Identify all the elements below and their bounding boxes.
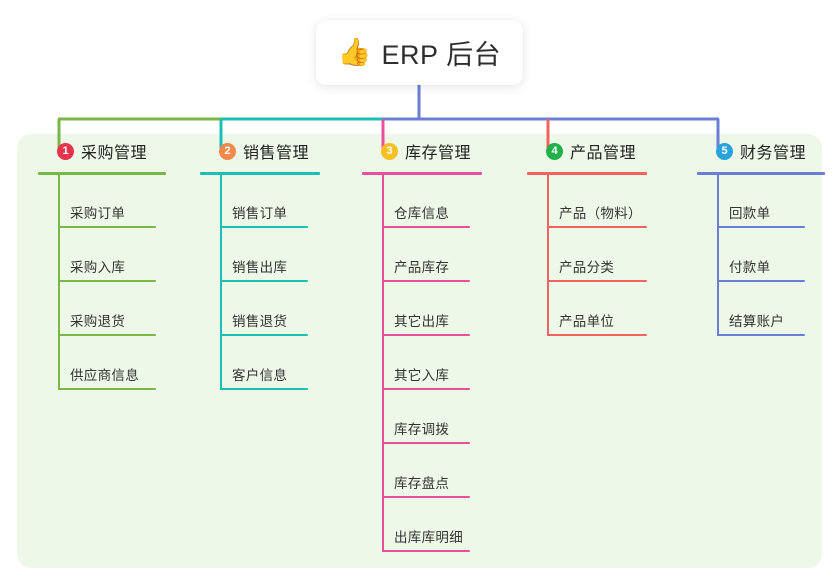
leaf-underline [717,334,805,336]
leaf-underline [717,280,805,282]
leaf-label: 采购订单 [70,206,126,221]
leaf-item[interactable]: 销售订单 [220,194,308,248]
leaf-label: 客户信息 [232,368,288,383]
root-node[interactable]: 👍 ERP 后台 [316,20,523,85]
branch-header-1[interactable]: 1 采购管理 [33,134,147,168]
leaf-item[interactable]: 采购订单 [58,194,156,248]
leaf-item[interactable]: 结算账户 [717,302,805,356]
leaf-label: 库存盘点 [394,476,450,491]
branch-title-3: 库存管理 [405,145,472,162]
branch-header-5[interactable]: 5 财务管理 [692,134,806,168]
leaf-label: 产品（物料） [559,206,642,221]
leaf-item[interactable]: 仓库信息 [382,194,470,248]
branch-spine-2 [220,174,222,390]
leaf-underline [58,388,156,390]
leaf-underline [717,226,805,228]
branch-badge-2: 2 [219,142,236,160]
leaf-underline [220,388,308,390]
root-title: ERP 后台 [381,40,502,70]
leaf-item[interactable]: 产品（物料） [547,194,647,248]
leaf-label: 库存调拨 [394,422,450,437]
leaf-item[interactable]: 采购退货 [58,302,156,356]
leaf-underline [220,280,308,282]
leaf-underline [220,226,308,228]
branch-header-3[interactable]: 3 库存管理 [357,134,471,168]
leaf-item[interactable]: 产品单位 [547,302,647,356]
leaf-underline [382,226,470,228]
branch-title-2: 销售管理 [243,145,310,162]
leaf-item[interactable]: 采购入库 [58,248,156,302]
branch-underline-5 [697,172,825,175]
leaf-label: 付款单 [729,260,771,275]
leaf-label: 产品分类 [559,260,615,275]
leaf-label: 仓库信息 [394,206,450,221]
leaf-underline [58,280,156,282]
branch-underline-4 [527,172,647,175]
branch-badge-1: 1 [57,142,74,160]
leaf-underline [220,334,308,336]
branch-column-2: 2 销售管理销售订单销售出库销售退货客户信息 [195,134,320,390]
branch-columns: 1 采购管理采购订单采购入库采购退货供应商信息 2 销售管理销售订单销售出库销售退货客… [17,134,825,568]
leaf-item[interactable]: 库存调拨 [382,410,470,464]
leaf-label: 销售出库 [232,260,288,275]
leaf-label: 销售订单 [232,206,288,221]
branch-title-1: 采购管理 [81,145,148,162]
leaf-underline [382,442,470,444]
leaf-label: 产品单位 [559,314,615,329]
leaf-item[interactable]: 供应商信息 [58,356,156,410]
branch-column-4: 4 产品管理产品（物料） 产品分类产品单位 [522,134,647,336]
leaf-label: 供应商信息 [70,368,139,383]
leaf-underline [382,388,470,390]
leaf-item[interactable]: 付款单 [717,248,805,302]
leaf-label: 采购入库 [70,260,126,275]
leaf-underline [547,334,647,336]
leaf-underline [547,280,647,282]
leaf-label: 销售退货 [232,314,288,329]
leaf-item[interactable]: 其它入库 [382,356,470,410]
branch-spine-4 [547,174,549,336]
leaf-label: 结算账户 [729,314,785,329]
leaf-label: 回款单 [729,206,771,221]
branch-underline-2 [200,172,320,175]
leaf-item[interactable]: 产品分类 [547,248,647,302]
leaf-item[interactable]: 销售退货 [220,302,308,356]
leaf-underline [382,496,470,498]
leaf-label: 其它入库 [394,368,450,383]
branch-column-1: 1 采购管理采购订单采购入库采购退货供应商信息 [33,134,166,390]
branch-header-2[interactable]: 2 销售管理 [195,134,309,168]
leaf-item[interactable]: 销售出库 [220,248,308,302]
leaf-item[interactable]: 客户信息 [220,356,308,410]
branch-spine-3 [382,174,384,552]
branch-title-4: 产品管理 [570,145,637,162]
leaf-underline [547,226,647,228]
leaf-item[interactable]: 其它出库 [382,302,470,356]
leaf-underline [58,334,156,336]
branch-spine-5 [717,174,719,336]
branch-title-5: 财务管理 [740,145,807,162]
leaf-label: 采购退货 [70,314,126,329]
branch-header-4[interactable]: 4 产品管理 [522,134,636,168]
leaf-item[interactable]: 出库库明细 [382,518,470,572]
leaf-label: 产品库存 [394,260,450,275]
leaf-underline [382,280,470,282]
leaf-item[interactable]: 库存盘点 [382,464,470,518]
thumbs-up-icon: 👍 [337,37,372,67]
branch-spine-1 [58,174,60,390]
branch-column-5: 5 财务管理回款单付款单结算账户 [692,134,825,336]
branch-underline-3 [362,172,482,175]
leaf-item[interactable]: 产品库存 [382,248,470,302]
branch-badge-5: 5 [716,142,733,160]
leaf-underline [58,226,156,228]
branch-column-3: 3 库存管理仓库信息产品库存其它出库其它入库库存调拨库存盘点出库库明细 [357,134,482,552]
branch-badge-3: 3 [381,142,398,160]
branch-badge-4: 4 [546,142,563,160]
diagram-panel-background [17,134,822,568]
leaf-label: 出库库明细 [394,530,463,545]
leaf-underline [382,334,470,336]
leaf-label: 其它出库 [394,314,450,329]
branch-underline-1 [38,172,166,175]
leaf-underline [382,550,470,552]
leaf-item[interactable]: 回款单 [717,194,805,248]
